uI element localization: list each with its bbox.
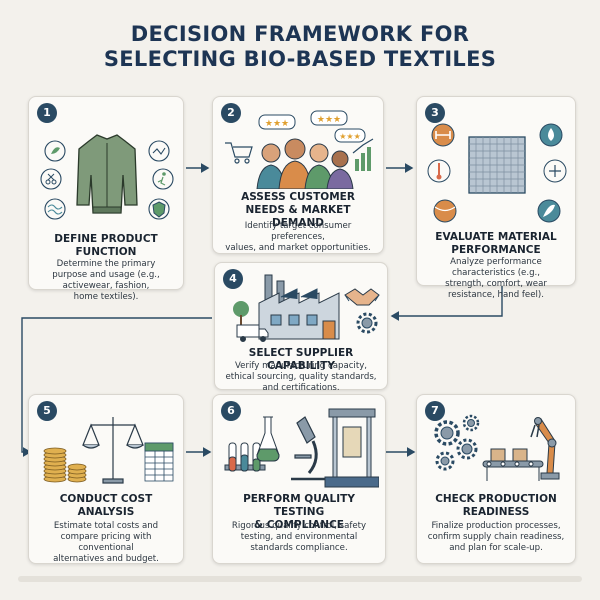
truck-icon bbox=[236, 324, 269, 342]
tree-icon bbox=[233, 301, 249, 325]
step-4-illustration bbox=[233, 274, 380, 342]
page-title: DECISION FRAMEWORK FOR SELECTING BIO-BAS… bbox=[0, 22, 600, 72]
step-description: Analyze performance characteristics (e.g… bbox=[445, 257, 547, 300]
coins-icon bbox=[43, 447, 87, 483]
step-card-5: 5 CONDUCT COST ANALYSIS Estimate total c… bbox=[28, 394, 184, 564]
step-3-illustration bbox=[427, 123, 567, 223]
scissors-icon bbox=[40, 168, 62, 190]
star-rating-icon: ★★★ ★★★ ★★★ bbox=[258, 110, 366, 143]
scale-icon bbox=[82, 417, 144, 484]
svg-text:★★★: ★★★ bbox=[339, 132, 361, 141]
test-tubes-icon bbox=[224, 442, 266, 472]
step-number-badge: 3 bbox=[425, 103, 445, 123]
step-7-illustration bbox=[434, 414, 560, 481]
step-card-2: 2 ★★★ ★★★ ★★★ bbox=[212, 96, 384, 254]
step-5-illustration bbox=[43, 417, 174, 484]
chart-icon bbox=[352, 138, 374, 171]
step-description: Verify manufacturing capacity, ethical s… bbox=[225, 361, 377, 393]
title-line-2: SELECTING BIO-BASED TEXTILES bbox=[103, 47, 497, 71]
waves-icon bbox=[44, 198, 66, 220]
handshake-icon bbox=[344, 288, 380, 306]
step-2-illustration: ★★★ ★★★ ★★★ bbox=[225, 110, 374, 189]
step-6-illustration bbox=[224, 408, 379, 488]
spreadsheet-icon bbox=[144, 442, 174, 482]
jacket-icon bbox=[76, 134, 138, 214]
step-description: Finalize production processes, confirm s… bbox=[427, 521, 565, 553]
step-card-7: 7 CHECK PRODUCTIO bbox=[416, 394, 576, 564]
step-number-badge: 5 bbox=[37, 401, 57, 421]
step-description: Rigorous quality control, safety testing… bbox=[231, 521, 367, 553]
step-title: PERFORM QUALITY TESTING & COMPLIANCE bbox=[243, 493, 355, 531]
step-title: CONDUCT COST ANALYSIS bbox=[59, 493, 153, 518]
step-card-6: 6 PERFORM QUALITY TESTING & COMPLIANCE bbox=[212, 394, 386, 564]
gears-icon bbox=[434, 414, 480, 471]
step-card-4: 4 SELECT SUPPLIER bbox=[214, 262, 388, 393]
step-card-1: 1 DEFINE PRODUCT FUNCTION Determine the … bbox=[28, 96, 184, 302]
step-number-badge: 1 bbox=[37, 103, 57, 123]
flask-icon bbox=[256, 416, 280, 462]
svg-text:★★★: ★★★ bbox=[265, 119, 289, 129]
robotic-arm-icon bbox=[530, 417, 560, 480]
title-line-1: DECISION FRAMEWORK FOR bbox=[130, 22, 470, 46]
step-description: Estimate total costs and compare pricing… bbox=[53, 521, 159, 564]
conveyor-icon bbox=[482, 448, 544, 481]
step-title: SELECT SUPPLIER CAPABILITY bbox=[248, 347, 354, 372]
step-title: DEFINE PRODUCT FUNCTION bbox=[54, 233, 158, 258]
tensile-tester-icon bbox=[324, 408, 379, 488]
step-description: Determine the primary purpose and usage … bbox=[52, 259, 160, 302]
step-title: ASSESS CUSTOMER NEEDS & MARKET DEMAND bbox=[241, 191, 355, 229]
bottom-bar bbox=[18, 576, 582, 582]
factory-icon bbox=[258, 274, 340, 340]
microscope-icon bbox=[291, 416, 325, 481]
svg-text:★★★: ★★★ bbox=[317, 115, 341, 125]
fabric-swatch-icon bbox=[468, 136, 526, 194]
step-number-badge: 6 bbox=[221, 401, 241, 421]
shopping-cart-icon bbox=[225, 142, 253, 164]
step-number-badge: 7 bbox=[425, 401, 445, 421]
step-number-badge: 2 bbox=[221, 103, 241, 123]
step-title: EVALUATE MATERIAL PERFORMANCE bbox=[435, 231, 557, 256]
step-card-3: 3 EVALUATE MATERIAL PERFORMANCE Analyze … bbox=[416, 96, 576, 300]
gear-icon bbox=[356, 312, 378, 334]
step-1-illustration bbox=[40, 134, 174, 220]
running-icon bbox=[152, 168, 174, 190]
step-number-badge: 4 bbox=[223, 269, 243, 289]
step-description: Identify target consumer preferences, va… bbox=[225, 221, 371, 253]
people-icon bbox=[256, 138, 354, 189]
step-title: CHECK PRODUCTION READINESS bbox=[435, 493, 557, 518]
